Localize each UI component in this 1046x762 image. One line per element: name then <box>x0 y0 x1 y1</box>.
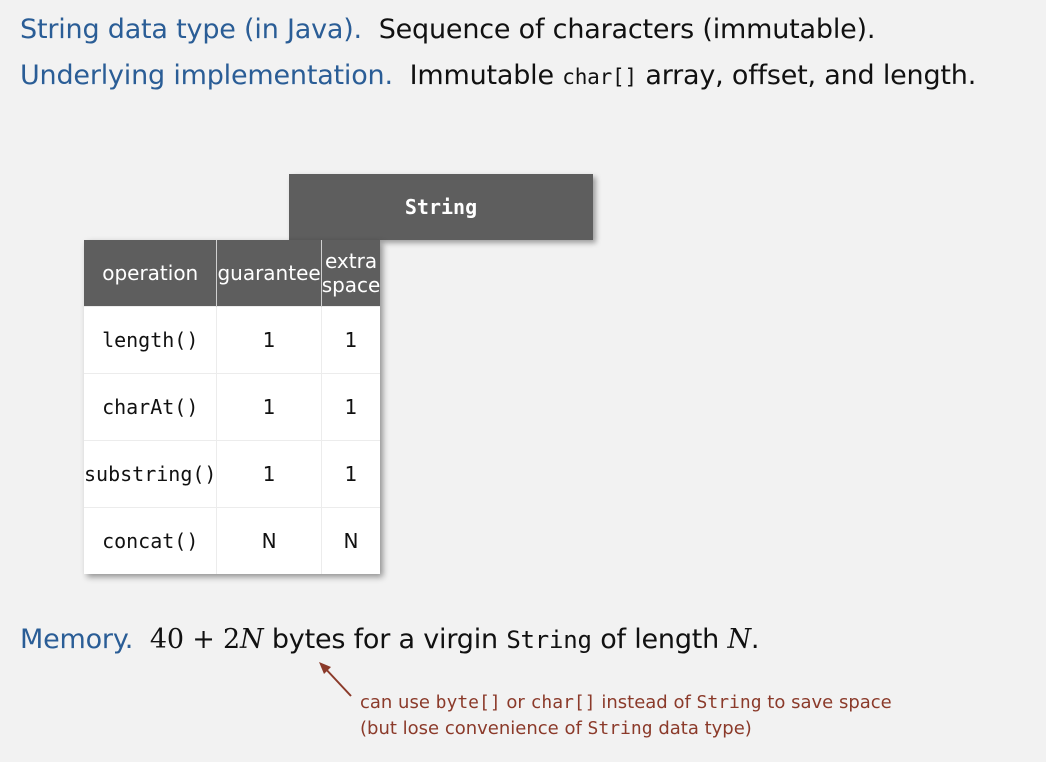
implementation-post: array, offset, and length. <box>645 60 977 91</box>
annotation-text: (but lose convenience of <box>360 718 582 739</box>
memory-label: Memory. <box>20 624 134 655</box>
extra-space-cell: N <box>321 507 381 574</box>
memory-code: String <box>506 626 592 654</box>
column-header-operation: operation <box>84 240 218 307</box>
annotation-text: can use <box>360 692 430 713</box>
column-header-guarantee: guarantee <box>216 240 322 307</box>
heading-string-data-type: String data type (in Java). Sequence of … <box>20 14 875 45</box>
heading-underlying-implementation: Underlying implementation. Immutable cha… <box>20 60 976 91</box>
implementation-pre: Immutable <box>409 60 554 91</box>
table-row: concat() N N <box>84 507 381 574</box>
table-row: length() 1 1 <box>84 306 381 374</box>
guarantee-cell: 1 <box>216 440 322 508</box>
annotation-text: instead of <box>601 692 691 713</box>
table-row: substring() 1 1 <box>84 440 381 508</box>
annotation-line-2: (but lose convenience of String data typ… <box>360 716 892 742</box>
annotation-text: to save space <box>767 692 892 713</box>
memory-variable: N <box>727 624 751 655</box>
annotation-code: String <box>587 718 653 739</box>
operation-cell: length() <box>84 306 218 374</box>
memory-text-2: of length <box>600 624 720 655</box>
memory-annotation: can use byte[] or char[] instead of Stri… <box>360 690 892 742</box>
column-header-extra-space: extra space <box>321 240 381 307</box>
annotation-text: or <box>506 692 525 713</box>
operation-cell: substring() <box>84 440 218 508</box>
annotation-code: char[] <box>530 692 596 713</box>
memory-formula-number: 40 + 2 <box>149 624 241 655</box>
memory-formula-variable: N <box>240 624 264 655</box>
guarantee-cell: 1 <box>216 306 322 374</box>
operations-table: operation guarantee extra space length()… <box>84 240 381 574</box>
memory-period: . <box>750 624 760 655</box>
annotation-code: byte[] <box>435 692 501 713</box>
table-group-header: String <box>289 174 593 240</box>
extra-space-cell: 1 <box>321 440 381 508</box>
string-data-type-description: Sequence of characters (immutable). <box>378 14 876 45</box>
implementation-label: Underlying implementation. <box>20 60 393 91</box>
extra-space-cell: 1 <box>321 306 381 374</box>
memory-text-1: bytes for a virgin <box>271 624 498 655</box>
guarantee-cell: N <box>216 507 322 574</box>
operation-cell: concat() <box>84 507 218 574</box>
string-data-type-label: String data type (in Java). <box>20 14 362 45</box>
annotation-line-1: can use byte[] or char[] instead of Stri… <box>360 690 892 716</box>
guarantee-cell: 1 <box>216 373 322 441</box>
operation-cell: charAt() <box>84 373 218 441</box>
annotation-arrow-icon <box>319 662 352 697</box>
extra-space-cell: 1 <box>321 373 381 441</box>
table-row: charAt() 1 1 <box>84 373 381 441</box>
annotation-code: String <box>696 692 762 713</box>
memory-statement: Memory. 40 + 2N bytes for a virgin Strin… <box>20 624 760 655</box>
implementation-code: char[] <box>562 65 637 89</box>
annotation-text: data type) <box>658 718 752 739</box>
